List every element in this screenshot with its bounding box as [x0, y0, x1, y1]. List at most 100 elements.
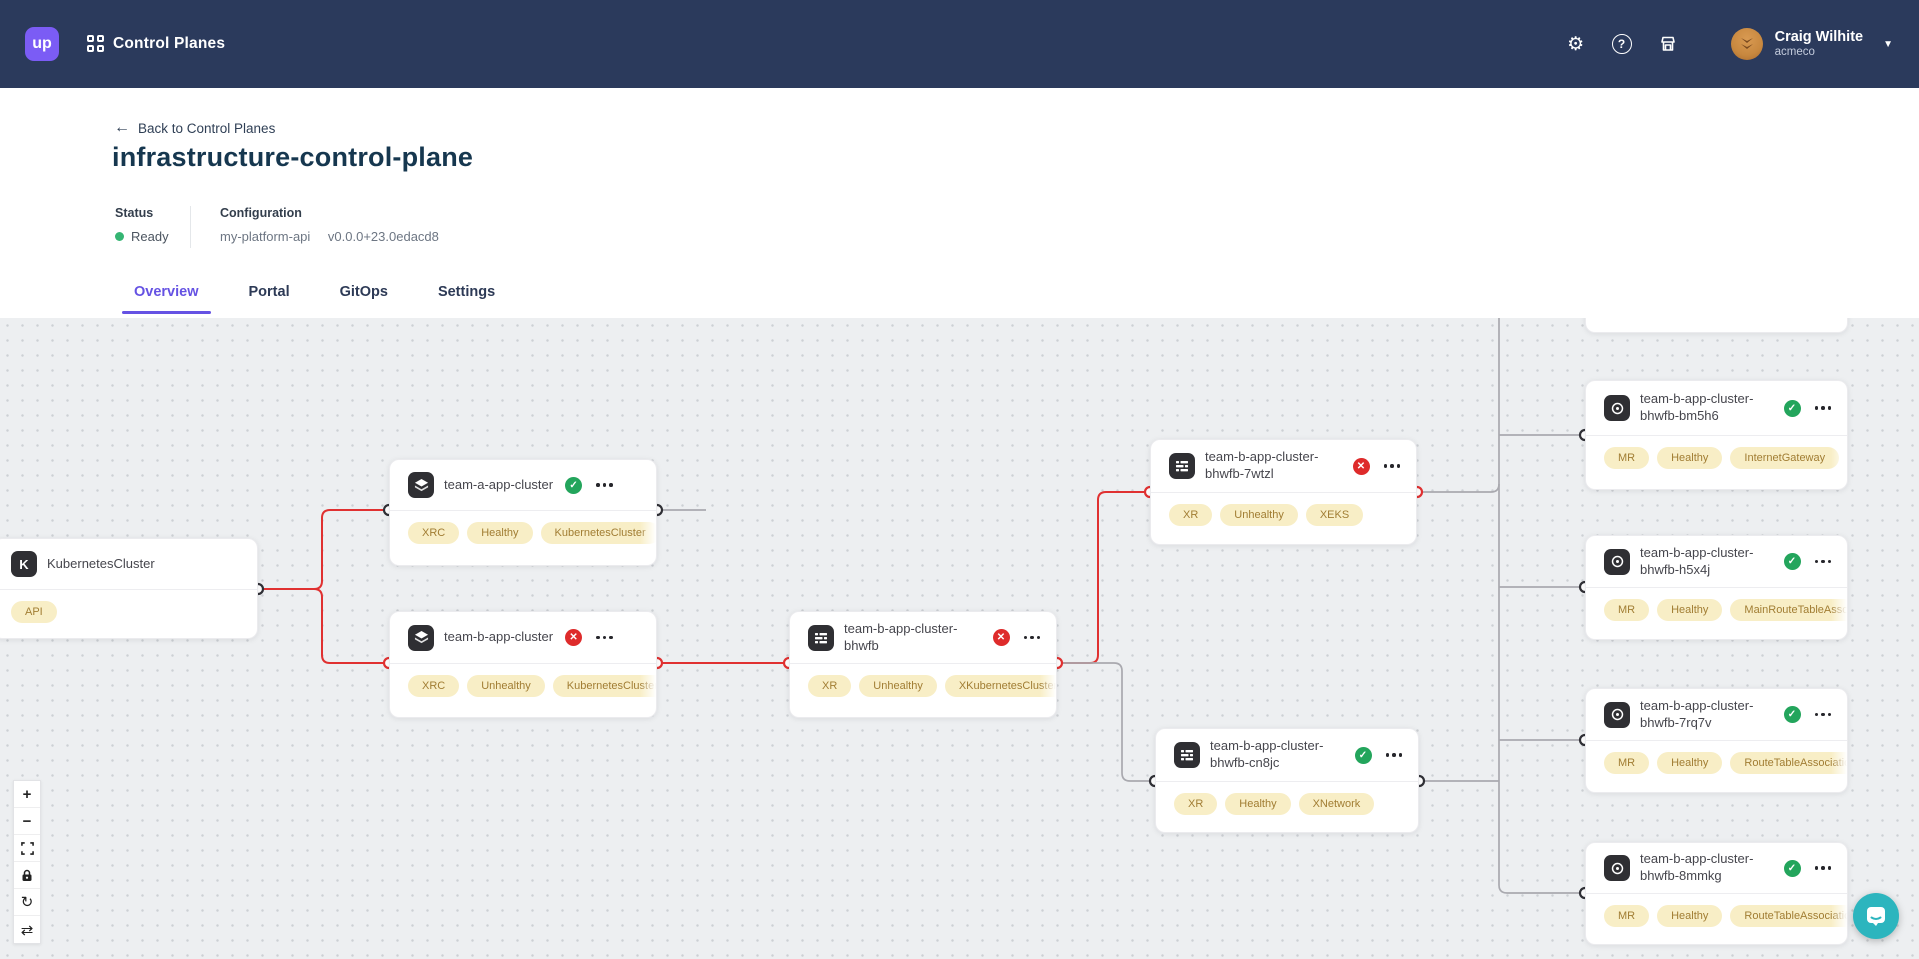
healthy-check-icon: ✓	[565, 476, 583, 494]
node-team-b-app-cluster-bhwfb-7wtzl[interactable]: team-b-app-cluster-bhwfb-7wtzl ✕ XR Unhe…	[1150, 439, 1417, 545]
node-team-b-app-cluster[interactable]: team-b-app-cluster ✕ XRC Unhealthy Kuber…	[389, 611, 657, 718]
node-team-b-app-cluster-bhwfb-bm5h6[interactable]: team-b-app-cluster-bhwfb-bm5h6 ✓ MR Heal…	[1585, 380, 1848, 490]
tab-gitops[interactable]: GitOps	[339, 284, 388, 300]
settings-gear-icon[interactable]: ⚙	[1567, 33, 1585, 55]
tab-portal[interactable]: Portal	[248, 284, 290, 300]
node-menu-button[interactable]	[1813, 862, 1834, 874]
help-icon[interactable]: ?	[1611, 33, 1633, 55]
node-label: team-b-app-cluster-bhwfb-8mmkg	[1640, 851, 1754, 883]
pill-unhealthy: Unhealthy	[1220, 504, 1298, 526]
user-menu[interactable]: Craig Wilhite acmeco	[1775, 29, 1864, 59]
healthy-check-icon: ✓	[1783, 399, 1801, 417]
healthy-check-icon: ✓	[1783, 706, 1801, 723]
node-menu-button[interactable]	[1384, 749, 1405, 761]
pill-healthy: Healthy	[1657, 447, 1723, 469]
status-text: Ready	[131, 229, 169, 244]
apps-grid-icon[interactable]	[87, 35, 105, 53]
app-title: Control Planes	[113, 35, 226, 52]
pill-kind: RouteTableAssociation	[1730, 905, 1847, 927]
node-menu-button[interactable]	[1813, 402, 1834, 414]
pill-mr: MR	[1604, 905, 1650, 927]
pill-unhealthy: Unhealthy	[859, 675, 937, 697]
canvas-controls: + − ↻ ⇄	[13, 780, 41, 944]
configuration-version: v0.0.0+23.0edacd8	[327, 229, 439, 244]
pill-xr: XR	[808, 675, 852, 697]
node-kubernetes-cluster[interactable]: K KubernetesCluster API	[0, 538, 258, 639]
healthy-check-icon: ✓	[1783, 859, 1801, 877]
healthy-check-icon: ✓	[1783, 553, 1801, 570]
managed-resource-icon	[1604, 701, 1630, 728]
lock-button[interactable]	[14, 862, 40, 889]
composite-resource-icon	[808, 624, 834, 651]
pill-kind: XNetwork	[1298, 793, 1375, 815]
node-label: team-b-app-cluster-bhwfb-bm5h6	[1640, 391, 1754, 423]
managed-resource-icon	[1604, 855, 1630, 881]
zoom-in-button[interactable]: +	[14, 781, 40, 808]
back-link-label: Back to Control Planes	[138, 120, 276, 136]
page-header: ← Back to Control Planes infrastructure-…	[0, 88, 1919, 318]
node-team-b-app-cluster-bhwfb-cn8jc[interactable]: team-b-app-cluster-bhwfb-cn8jc ✓ XR Heal…	[1155, 728, 1419, 833]
composite-resource-icon	[1169, 453, 1195, 479]
node-label: team-b-app-cluster-bhwfb-cn8jc	[1210, 738, 1324, 770]
pill-kind: KubernetesCluster	[552, 675, 656, 697]
user-avatar[interactable]	[1730, 28, 1763, 60]
error-x-icon: ✕	[565, 629, 583, 646]
top-bar: up Control Planes ⚙ ? Craig Wilhite acme…	[0, 0, 1919, 88]
tab-bar: Overview Portal GitOps Settings	[120, 284, 509, 314]
partial-node-card[interactable]	[1585, 318, 1848, 333]
node-menu-button[interactable]	[1022, 632, 1043, 644]
pill-xr: XR	[1174, 793, 1218, 815]
node-menu-button[interactable]	[1813, 556, 1834, 568]
pill-healthy: Healthy	[1657, 752, 1723, 774]
node-menu-button[interactable]	[594, 632, 615, 644]
back-arrow-icon: ←	[114, 119, 130, 136]
status-label: Status	[115, 206, 154, 220]
back-link[interactable]: ← Back to Control Planes	[114, 120, 275, 136]
node-menu-button[interactable]	[594, 479, 615, 491]
managed-resource-icon	[1604, 548, 1630, 575]
node-team-b-app-cluster-bhwfb-h5x4j[interactable]: team-b-app-cluster-bhwfb-h5x4j ✓ MR Heal…	[1585, 535, 1848, 640]
pill-unhealthy: Unhealthy	[467, 675, 545, 697]
node-label: team-b-app-cluster-bhwfb	[844, 620, 958, 653]
node-label: team-a-app-cluster	[444, 476, 554, 492]
pill-xrc: XRC	[408, 675, 460, 697]
pill-healthy: Healthy	[1657, 599, 1723, 621]
node-team-b-app-cluster-bhwfb-8mmkg[interactable]: team-b-app-cluster-bhwfb-8mmkg ✓ MR Heal…	[1585, 842, 1848, 945]
rotate-button[interactable]: ↻	[14, 889, 40, 916]
node-team-b-app-cluster-bhwfb[interactable]: team-b-app-cluster-bhwfb ✕ XR Unhealthy …	[789, 611, 1057, 718]
pill-api: API	[11, 601, 57, 623]
zoom-out-button[interactable]: −	[14, 808, 40, 835]
chat-launcher[interactable]	[1853, 893, 1899, 939]
pill-kind: XEKS	[1305, 504, 1364, 526]
layers-icon	[408, 472, 434, 498]
configuration-name[interactable]: my-platform-api	[220, 229, 311, 244]
node-label: team-b-app-cluster-bhwfb-7rq7v	[1640, 697, 1754, 730]
pill-mr: MR	[1604, 447, 1650, 469]
marketplace-icon[interactable]	[1657, 33, 1679, 55]
pill-xrc: XRC	[408, 522, 460, 544]
resource-graph-canvas[interactable]: K KubernetesCluster API team-a-app-clust…	[0, 318, 1919, 959]
node-menu-button[interactable]	[1382, 460, 1403, 472]
re-layout-button[interactable]: ⇄	[14, 916, 40, 943]
node-team-a-app-cluster[interactable]: team-a-app-cluster ✓ XRC Healthy Kuberne…	[389, 459, 657, 566]
configuration-value: my-platform-api v0.0.0+23.0edacd8	[220, 229, 439, 244]
tab-settings[interactable]: Settings	[437, 284, 496, 300]
ready-dot	[115, 232, 124, 241]
upbound-logo[interactable]: up	[25, 27, 59, 61]
status-value: Ready	[115, 229, 169, 244]
fit-view-button[interactable]	[14, 835, 40, 862]
chevron-down-icon[interactable]: ▼	[1883, 38, 1893, 50]
node-label: team-b-app-cluster	[444, 629, 554, 645]
composite-resource-icon	[1174, 742, 1200, 768]
pill-healthy: Healthy	[1657, 905, 1723, 927]
error-x-icon: ✕	[992, 629, 1010, 646]
pill-healthy: Healthy	[1225, 793, 1291, 815]
node-team-b-app-cluster-bhwfb-7rq7v[interactable]: team-b-app-cluster-bhwfb-7rq7v ✓ MR Heal…	[1585, 688, 1848, 793]
error-x-icon: ✕	[1352, 457, 1370, 475]
node-menu-button[interactable]	[1813, 709, 1834, 721]
tab-overview[interactable]: Overview	[120, 284, 213, 314]
healthy-check-icon: ✓	[1354, 746, 1372, 764]
pill-healthy: Healthy	[467, 522, 533, 544]
pill-mr: MR	[1604, 752, 1650, 774]
pill-kind: InternetGateway	[1730, 447, 1840, 469]
